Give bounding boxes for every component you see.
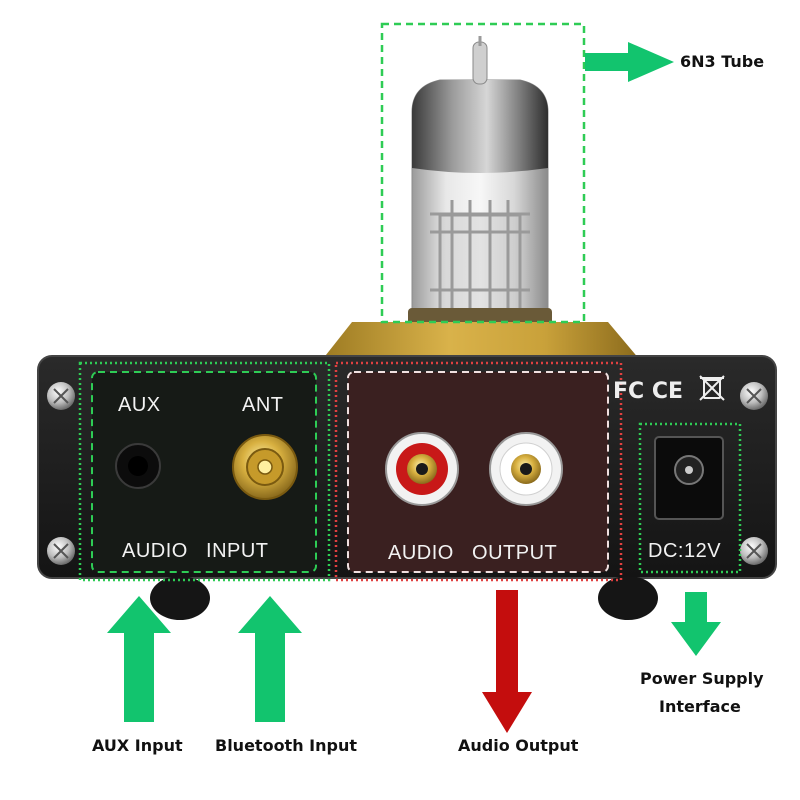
tube-tip <box>472 41 488 85</box>
tube-callout-label: 6N3 Tube <box>680 52 765 71</box>
power-interface-callout-label: Interface <box>659 697 741 716</box>
foot-left <box>150 576 210 620</box>
weee-bin-icon <box>699 375 725 401</box>
foot-right <box>598 576 658 620</box>
output-section-inner <box>347 371 609 573</box>
audio-input-label: AUDIO INPUT <box>122 540 269 562</box>
tube-arrow <box>585 42 674 82</box>
input-section-inner <box>91 371 317 573</box>
aux-input-arrow <box>107 596 171 722</box>
rca-jack-red[interactable] <box>385 432 459 506</box>
audio-output-arrow <box>482 590 532 733</box>
output-section-outline <box>334 361 623 582</box>
tube <box>408 36 552 326</box>
dc-power-jack[interactable] <box>654 436 724 520</box>
aux-label: AUX <box>118 394 161 416</box>
power-section-outline <box>638 422 742 574</box>
audio-output-label: AUDIO OUTPUT <box>388 542 557 564</box>
antenna-connector[interactable] <box>232 434 298 500</box>
dc-voltage-label: DC:12V <box>648 540 721 562</box>
power-arrow <box>671 592 721 656</box>
tube-highlight-box <box>380 22 586 324</box>
aux-jack[interactable] <box>115 443 161 489</box>
cert-marks: FC CE <box>613 379 683 404</box>
brass-base <box>322 322 640 360</box>
aux-input-callout-label: AUX Input <box>92 736 183 755</box>
rca-jack-white[interactable] <box>489 432 563 506</box>
bluetooth-input-callout-label: Bluetooth Input <box>215 736 357 755</box>
input-section-outline <box>78 361 331 582</box>
audio-output-callout-label: Audio Output <box>458 736 579 755</box>
tube-internals <box>430 200 530 315</box>
power-supply-callout-label: Power Supply <box>640 669 764 688</box>
tube-getter <box>412 80 548 173</box>
ant-label: ANT <box>242 394 284 416</box>
bluetooth-input-arrow <box>238 596 302 722</box>
